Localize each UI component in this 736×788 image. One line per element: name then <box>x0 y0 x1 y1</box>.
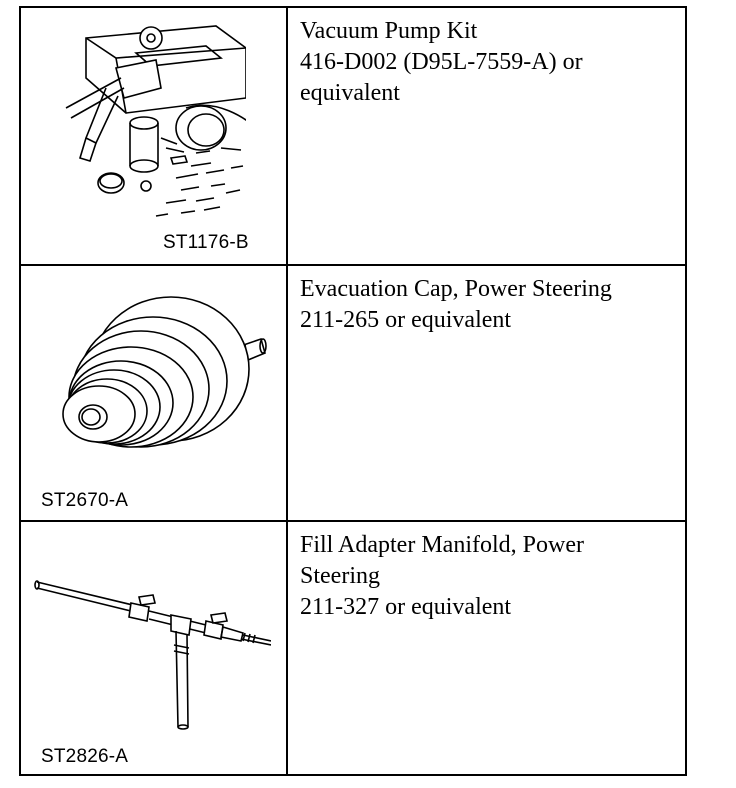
special-tools-table: ST1176-B Vacuum Pump Kit 416-D002 (D95L-… <box>19 6 687 776</box>
vacuum-pump-kit-drawing <box>46 18 246 218</box>
tool-part-number: 416-D002 (D95L-7559-A) or <box>300 49 583 75</box>
tool-row-evacuation-cap: ST2670-A Evacuation Cap, Power Steering … <box>21 266 685 522</box>
evacuation-cap-drawing <box>41 281 271 471</box>
tool-row-fill-adapter-manifold: ST2826-A Fill Adapter Manifold, Power St… <box>21 522 685 774</box>
tool-illustration-cell: ST1176-B <box>21 8 288 264</box>
tool-code: ST2670-A <box>41 490 129 511</box>
tool-name-cont: Steering <box>300 563 380 589</box>
tool-illustration-cell: ST2670-A <box>21 266 288 520</box>
tool-part-number-cont: equivalent <box>300 80 400 106</box>
tool-name: Evacuation Cap, Power Steering <box>300 276 612 302</box>
tool-part-number: 211-327 or equivalent <box>300 594 512 620</box>
tool-code: ST1176-B <box>163 232 249 253</box>
tool-part-number: 211-265 or equivalent <box>300 307 512 333</box>
tool-description: Vacuum Pump Kit 416-D002 (D95L-7559-A) o… <box>300 16 677 109</box>
tool-code: ST2826-A <box>41 746 129 767</box>
tool-description: Fill Adapter Manifold, Power Steering 21… <box>300 530 677 623</box>
tool-illustration-cell: ST2826-A <box>21 522 288 774</box>
fill-adapter-manifold-drawing <box>31 567 271 747</box>
tool-name: Vacuum Pump Kit <box>300 18 478 44</box>
tool-name: Fill Adapter Manifold, Power <box>300 532 584 558</box>
tool-description: Evacuation Cap, Power Steering 211-265 o… <box>300 274 677 336</box>
tool-row-vacuum-pump-kit: ST1176-B Vacuum Pump Kit 416-D002 (D95L-… <box>21 8 685 266</box>
